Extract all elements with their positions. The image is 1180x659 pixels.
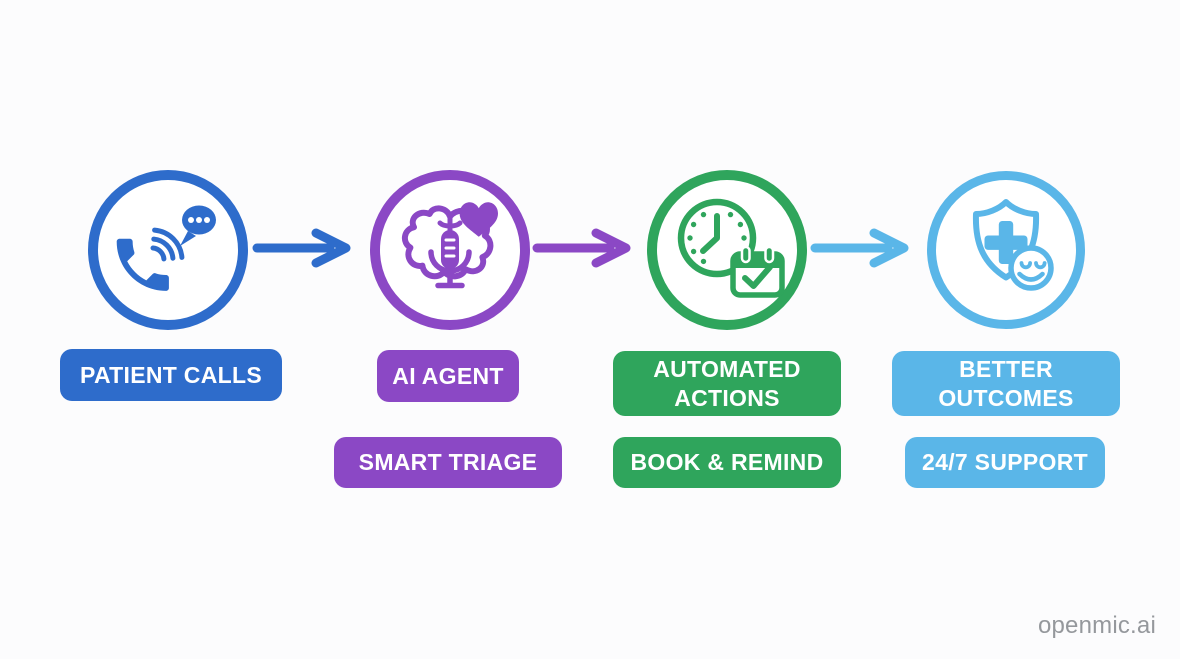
step-circle-ai-agent (370, 170, 530, 330)
badge-smart-triage: SMART TRIAGE (334, 437, 562, 488)
phone-chat-icon (116, 205, 216, 291)
badge-automated-actions: AUTOMATED ACTIONS (613, 351, 841, 416)
badge-book-remind-label: BOOK & REMIND (630, 449, 824, 476)
clock-calendar-icon (677, 198, 785, 298)
step-circle-automated-actions (647, 170, 807, 330)
badge-better-outcomes: BETTER OUTCOMES (892, 351, 1120, 416)
step-circle-better-outcomes (927, 171, 1085, 329)
brain-voice-heart-icon (402, 202, 498, 289)
badge-automated-actions-label: AUTOMATED ACTIONS (653, 355, 801, 411)
flow-arrow-1 (252, 228, 351, 268)
badge-book-remind: BOOK & REMIND (613, 437, 841, 488)
badge-247-support: 24/7 SUPPORT (905, 437, 1105, 488)
badge-smart-triage-label: SMART TRIAGE (358, 449, 538, 476)
badge-ai-agent-label: AI AGENT (392, 362, 504, 389)
flow-arrow-2 (532, 228, 631, 268)
badge-patient-calls: PATIENT CALLS (60, 349, 282, 401)
badge-247-support-label: 24/7 SUPPORT (922, 449, 1088, 476)
badge-patient-calls-label: PATIENT CALLS (80, 361, 262, 388)
watermark: openmic.ai (1037, 612, 1156, 639)
flow-arrow-3 (810, 228, 909, 268)
shield-health-smile-icon (972, 199, 1054, 291)
badge-ai-agent: AI AGENT (377, 350, 519, 402)
badge-better-outcomes-label: BETTER OUTCOMES (938, 355, 1074, 411)
step-circle-patient-calls (88, 170, 248, 330)
